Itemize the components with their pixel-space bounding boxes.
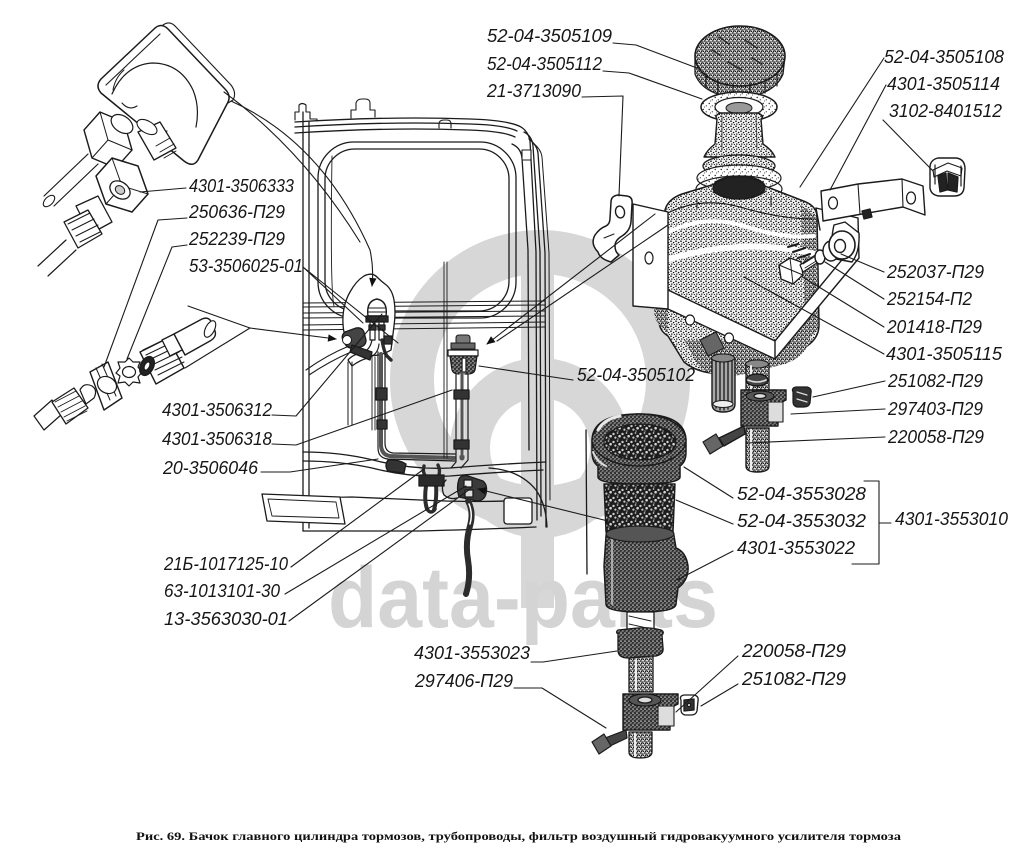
svg-text:220058-П29: 220058-П29	[741, 641, 846, 661]
svg-text:4301-3553010: 4301-3553010	[895, 509, 1008, 529]
svg-text:4301-3506333: 4301-3506333	[189, 176, 294, 196]
svg-text:4301-3553023: 4301-3553023	[414, 643, 530, 663]
svg-text:251082-П29: 251082-П29	[741, 669, 846, 689]
svg-text:297403-П29: 297403-П29	[887, 399, 983, 419]
svg-text:4301-3553022: 4301-3553022	[737, 538, 855, 558]
svg-text:297406-П29: 297406-П29	[414, 671, 513, 691]
svg-text:252037-П29: 252037-П29	[886, 262, 984, 282]
svg-text:252239-П29: 252239-П29	[188, 229, 285, 249]
svg-text:21Б-1017125-10: 21Б-1017125-10	[163, 554, 288, 574]
svg-text:52-04-3505108: 52-04-3505108	[884, 47, 1004, 67]
svg-text:53-3506025-01: 53-3506025-01	[189, 256, 303, 276]
svg-text:250636-П29: 250636-П29	[188, 202, 285, 222]
svg-text:52-04-3505102: 52-04-3505102	[577, 365, 695, 385]
svg-text:252154-П2: 252154-П2	[886, 289, 972, 309]
svg-text:201418-П29: 201418-П29	[886, 317, 982, 337]
svg-text:20-3506046: 20-3506046	[162, 458, 259, 478]
svg-text:52-04-3505112: 52-04-3505112	[487, 54, 602, 74]
svg-text:4301-3506318: 4301-3506318	[162, 429, 272, 449]
svg-text:4301-3505114: 4301-3505114	[887, 74, 1000, 94]
svg-text:4301-3506312: 4301-3506312	[162, 400, 272, 420]
svg-text:3102-8401512: 3102-8401512	[889, 101, 1002, 121]
svg-text:251082-П29: 251082-П29	[887, 371, 983, 391]
svg-text:52-04-3505109: 52-04-3505109	[487, 26, 612, 46]
svg-text:63-1013101-30: 63-1013101-30	[164, 581, 280, 601]
svg-text:Рис. 69. Бачок главного цилин: Рис. 69. Бачок главного цилиндра тормозо…	[136, 829, 901, 843]
svg-text:220058-П29: 220058-П29	[887, 427, 984, 447]
svg-text:52-04-3553032: 52-04-3553032	[737, 511, 866, 531]
svg-text:13-3563030-01: 13-3563030-01	[164, 609, 288, 629]
svg-text:4301-3505115: 4301-3505115	[886, 344, 1003, 364]
svg-text:21-3713090: 21-3713090	[486, 81, 581, 101]
svg-text:52-04-3553028: 52-04-3553028	[737, 484, 866, 504]
